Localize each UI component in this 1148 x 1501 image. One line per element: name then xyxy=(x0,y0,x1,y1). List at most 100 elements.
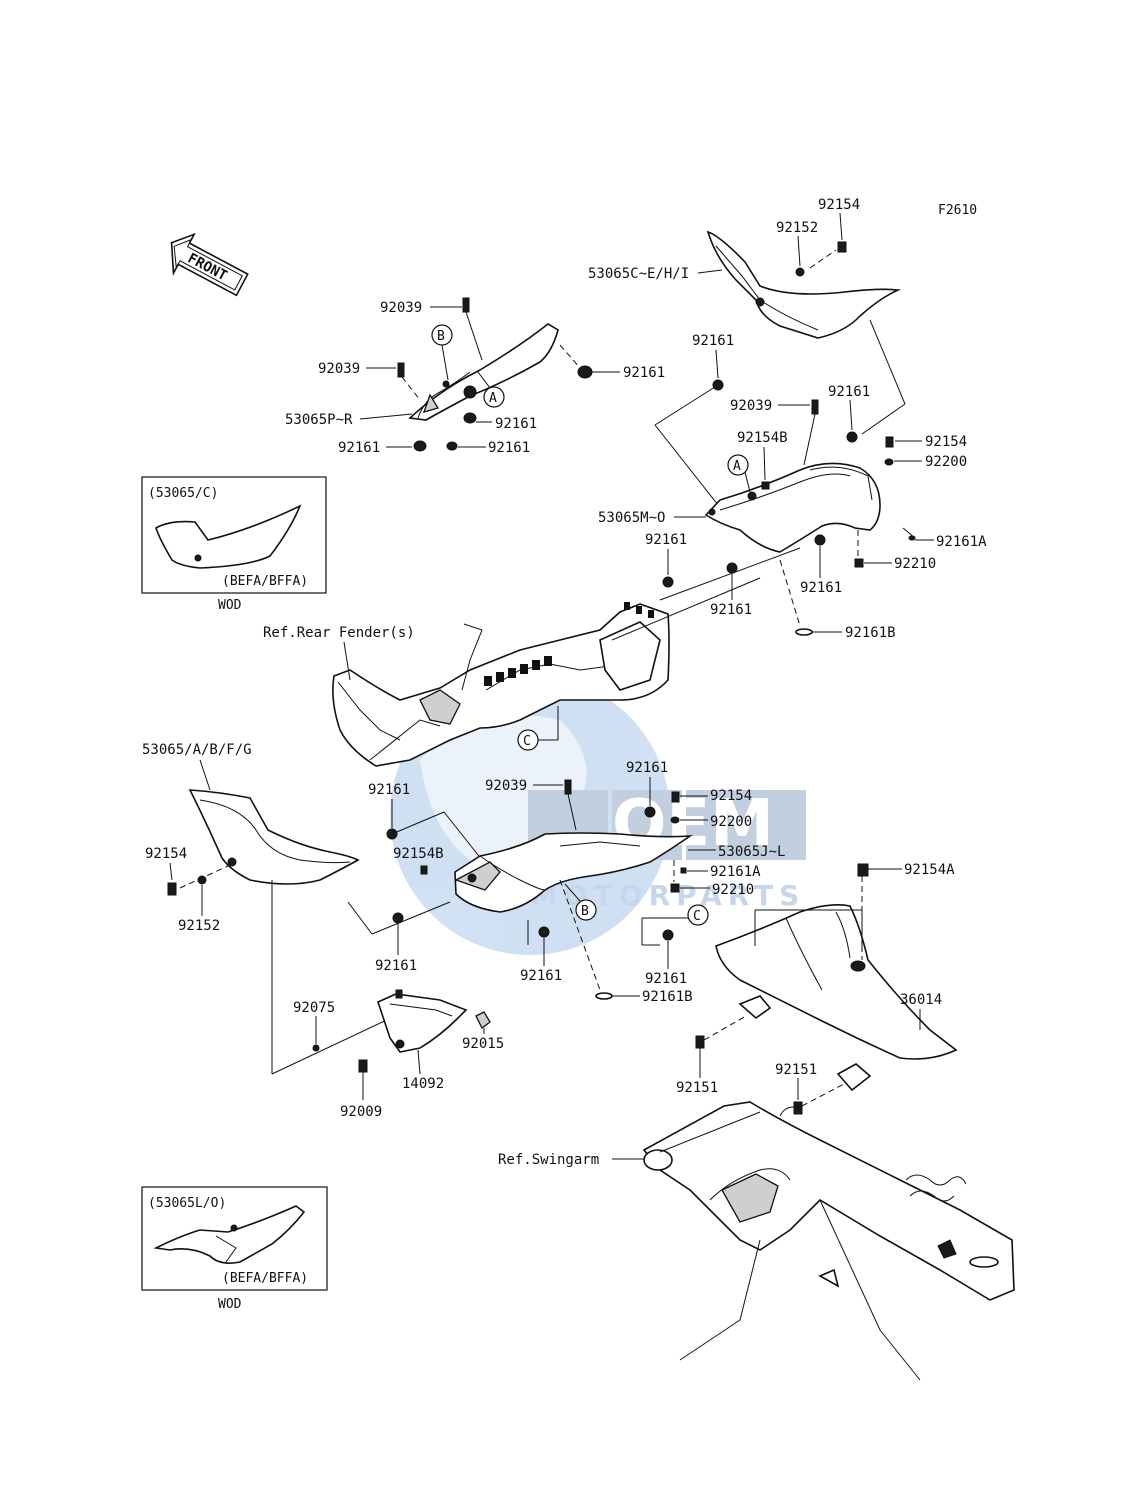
label-53065C: 53065C~E/H/I xyxy=(588,266,689,282)
grommet-92161-i xyxy=(814,534,826,546)
ref-rear-fender: Ref.Rear Fender(s) xyxy=(263,625,415,641)
bolt-92154B-a xyxy=(761,481,770,490)
inset-bottom-caption: WOD xyxy=(218,1297,242,1312)
label-53065J: 53065J~L xyxy=(718,844,785,860)
label-92161B-b: 92161B xyxy=(642,989,693,1005)
label-92154-b: 92154 xyxy=(925,434,967,450)
label-92161-j: 92161 xyxy=(368,782,410,798)
bolt-92154A xyxy=(857,863,869,877)
label-92161-d: 92161 xyxy=(488,440,530,456)
label-92154-top: 92154 xyxy=(818,197,860,213)
callout-b-mid xyxy=(575,899,597,921)
inset-top-variant: (BEFA/BFFA) xyxy=(222,574,308,589)
label-92210-a: 92210 xyxy=(894,556,936,572)
label-92200-b: 92200 xyxy=(710,814,752,830)
label-92154B-a: 92154B xyxy=(737,430,788,446)
tail-cover-lower-middle xyxy=(454,832,693,913)
label-92161-k: 92161 xyxy=(626,760,668,776)
rivet-92039-d xyxy=(564,779,572,795)
grommet-92161-h xyxy=(726,562,738,574)
side-cover-lower-left xyxy=(188,789,360,885)
swingarm-reference xyxy=(642,1101,1015,1381)
bolt-92154-d xyxy=(167,882,177,896)
grommet-92161-b xyxy=(463,412,477,424)
grommet-92161-d xyxy=(446,441,458,451)
label-92161-h: 92161 xyxy=(710,602,752,618)
bolt-92154B-b xyxy=(420,865,428,875)
label-92161-c: 92161 xyxy=(338,440,380,456)
inset-top: (53065/C) (BEFA/BFFA) WOD xyxy=(141,476,327,613)
side-cover-upper-right xyxy=(706,230,902,339)
label-92161-f: 92161 xyxy=(828,384,870,400)
rivet-92039-b xyxy=(397,362,405,378)
washer-92152-b xyxy=(197,875,207,885)
clip-92015 xyxy=(475,1011,491,1029)
inset-bottom-variant: (BEFA/BFFA) xyxy=(222,1271,308,1286)
bolt-92151-a xyxy=(695,1035,705,1049)
inset-top-caption: WOD xyxy=(218,598,242,613)
rivet-92039-c xyxy=(811,399,819,415)
label-92039-b: 92039 xyxy=(318,361,360,377)
label-92151-a: 92151 xyxy=(676,1080,718,1096)
rear-fender-assembly xyxy=(332,547,801,767)
nut-92210-b xyxy=(670,883,680,893)
label-92039-c: 92039 xyxy=(730,398,772,414)
grommet-92161-k xyxy=(644,806,656,818)
label-36014: 36014 xyxy=(900,992,942,1008)
fastener-92152-top xyxy=(795,267,805,277)
tail-cover-middle xyxy=(704,462,881,553)
label-92161-n: 92161 xyxy=(645,971,687,987)
label-92161-g: 92161 xyxy=(645,532,687,548)
label-92200-a: 92200 xyxy=(925,454,967,470)
label-92152-top: 92152 xyxy=(776,220,818,236)
clip-92161B-a xyxy=(795,628,813,636)
front-arrow-icon: FRONT xyxy=(170,232,249,297)
label-92161-i: 92161 xyxy=(800,580,842,596)
grommet-92161-n xyxy=(662,929,674,941)
label-92161-a: 92161 xyxy=(623,365,665,381)
callout-c-low-label: C xyxy=(693,909,701,924)
label-92152-b: 92152 xyxy=(178,918,220,934)
label-92161-upper: 92161 xyxy=(692,333,734,349)
washer-92075 xyxy=(312,1044,320,1052)
inset-top-title: (53065/C) xyxy=(148,486,218,501)
grommet-92161-g xyxy=(662,576,674,588)
callout-b-top-label: B xyxy=(437,329,445,344)
callout-b-mid-label: B xyxy=(581,904,589,919)
callout-a-top xyxy=(483,386,505,408)
label-92075: 92075 xyxy=(293,1000,335,1016)
label-53065M: 53065M~O xyxy=(598,510,665,526)
grommet-92161-j xyxy=(386,828,398,840)
label-92015: 92015 xyxy=(462,1036,504,1052)
washer-92200-a xyxy=(884,458,894,466)
callout-c-mid-label: C xyxy=(523,734,531,749)
clip-92161A-b xyxy=(680,867,687,874)
watermark-subtext: MOTORPARTS xyxy=(530,879,805,912)
bolt-92154-c xyxy=(671,791,680,803)
label-92161-b: 92161 xyxy=(495,416,537,432)
grommet-92161-l xyxy=(392,912,404,924)
label-92210-b: 92210 xyxy=(712,882,754,898)
callout-a-mid xyxy=(727,454,749,476)
label-92161B-a: 92161B xyxy=(845,625,896,641)
label-92151-b: 92151 xyxy=(775,1062,817,1078)
grommet-92161-m xyxy=(538,926,550,938)
ref-swingarm: Ref.Swingarm xyxy=(498,1152,599,1168)
grommet-92161-c xyxy=(413,440,427,452)
label-92161-l: 92161 xyxy=(375,958,417,974)
screw-92009 xyxy=(358,1059,368,1073)
label-92161A-a: 92161A xyxy=(936,534,987,550)
inset-bottom-title: (53065L/O) xyxy=(148,1196,226,1211)
chain-guard-36014 xyxy=(715,904,958,1092)
label-92154B-b: 92154B xyxy=(393,846,444,862)
label-53065AB: 53065/A/B/F/G xyxy=(142,742,252,758)
washer-92200-b xyxy=(670,816,680,824)
grommet-92161-upper xyxy=(712,379,724,391)
callout-a-mid-label: A xyxy=(733,459,741,474)
bracket-14092 xyxy=(377,989,468,1053)
label-92154A: 92154A xyxy=(904,862,955,878)
label-92154-c: 92154 xyxy=(710,788,752,804)
bolt-92154-b xyxy=(885,436,894,448)
